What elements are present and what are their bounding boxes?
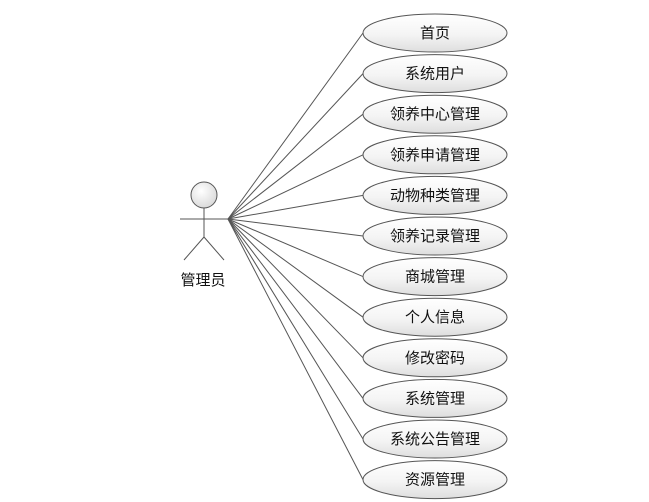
use-case-ellipse bbox=[362, 297, 508, 337]
use-case-ellipse bbox=[362, 378, 508, 418]
association-line bbox=[227, 113, 364, 220]
use-case-label: 领养中心管理 bbox=[390, 105, 480, 123]
use-case-label: 修改密码 bbox=[405, 349, 465, 367]
use-case: 领养申请管理 bbox=[362, 135, 508, 175]
use-case-label: 首页 bbox=[420, 24, 450, 42]
use-case-label: 领养申请管理 bbox=[390, 146, 480, 164]
use-case: 系统管理 bbox=[362, 378, 508, 418]
use-case: 系统公告管理 bbox=[362, 419, 508, 459]
use-case-ellipse bbox=[362, 338, 508, 378]
association-line bbox=[227, 218, 364, 359]
use-case-label: 领养记录管理 bbox=[390, 227, 480, 245]
use-case: 资源管理 bbox=[362, 460, 508, 500]
association-line bbox=[227, 218, 364, 278]
actor-label: 管理员 bbox=[180, 271, 225, 289]
use-case-ellipse bbox=[362, 135, 508, 175]
association-line bbox=[227, 32, 364, 220]
actor-left-leg bbox=[183, 236, 205, 261]
use-case-list: 首页系统用户领养中心管理领养申请管理动物种类管理领养记录管理商城管理个人信息修改… bbox=[362, 13, 508, 500]
use-case-label: 个人信息 bbox=[405, 308, 465, 326]
use-case-ellipse bbox=[362, 460, 508, 500]
association-line bbox=[227, 73, 364, 220]
use-case-label: 资源管理 bbox=[405, 471, 465, 489]
use-case: 系统用户 bbox=[362, 54, 508, 94]
use-case: 修改密码 bbox=[362, 338, 508, 378]
use-case: 动物种类管理 bbox=[362, 175, 508, 215]
association-line bbox=[227, 194, 364, 220]
use-case-ellipse bbox=[362, 419, 508, 459]
use-case: 个人信息 bbox=[362, 297, 508, 337]
use-case: 领养记录管理 bbox=[362, 216, 508, 256]
association-line bbox=[227, 218, 364, 480]
use-case-ellipse bbox=[362, 54, 508, 94]
use-case-label: 商城管理 bbox=[405, 268, 465, 286]
use-case-label: 动物种类管理 bbox=[390, 186, 480, 204]
association-line bbox=[227, 218, 364, 399]
use-case-label: 系统用户 bbox=[405, 65, 465, 83]
actor-right-leg bbox=[203, 236, 225, 261]
use-case: 领养中心管理 bbox=[362, 94, 508, 134]
use-case: 首页 bbox=[362, 13, 508, 53]
use-case-label: 系统管理 bbox=[405, 389, 465, 407]
actor-admin: 管理员 bbox=[180, 181, 228, 289]
use-case-ellipse bbox=[362, 13, 508, 53]
use-case-ellipse bbox=[362, 94, 508, 134]
use-case-ellipse bbox=[362, 175, 508, 215]
association-line bbox=[227, 218, 364, 237]
actor-head bbox=[190, 181, 218, 209]
association-line bbox=[227, 154, 364, 220]
use-case-ellipse bbox=[362, 216, 508, 256]
use-case-ellipse bbox=[362, 257, 508, 297]
association-line bbox=[227, 218, 364, 440]
association-lines bbox=[227, 32, 364, 480]
association-line bbox=[227, 218, 364, 318]
use-case-label: 系统公告管理 bbox=[390, 430, 480, 448]
use-case: 商城管理 bbox=[362, 257, 508, 297]
